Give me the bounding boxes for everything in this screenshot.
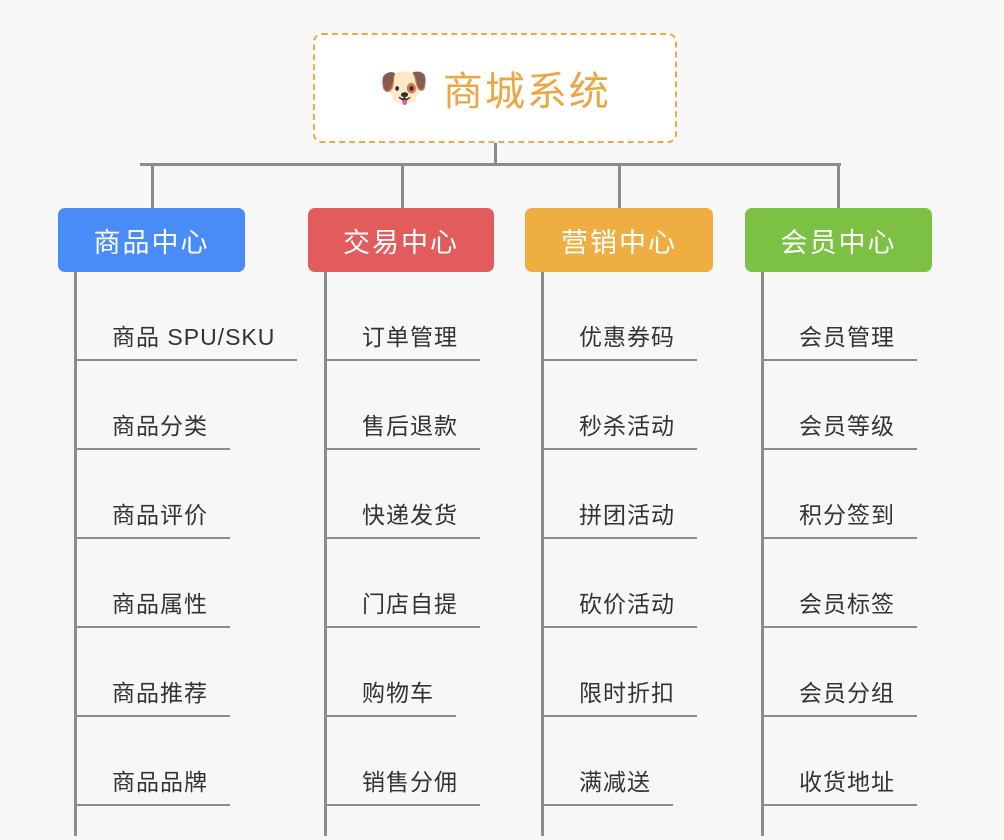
leaf-label: 门店自提 [324,585,480,628]
leaf-label: 快递发货 [324,496,480,539]
leaf-label: 商品推荐 [74,674,230,717]
leaf-label: 拼团活动 [541,496,697,539]
list-item[interactable]: 销售分佣 [324,717,480,806]
list-item[interactable]: 会员分组 [761,628,917,717]
list-item[interactable]: 快递发货 [324,450,480,539]
root-node[interactable]: 🐶 商城系统 [313,33,677,143]
leaf-list-trade: 订单管理 售后退款 快递发货 门店自提 购物车 销售分佣 [324,272,480,806]
list-item[interactable]: 门店自提 [324,539,480,628]
leaf-label: 商品分类 [74,407,230,450]
category-spine [74,272,77,836]
list-item[interactable]: 满减送 [541,717,697,806]
root-title: 商城系统 [442,70,611,114]
list-item[interactable]: 积分签到 [761,450,917,539]
list-item[interactable]: 商品分类 [74,361,297,450]
list-item[interactable]: 购物车 [324,628,480,717]
leaf-label: 订单管理 [324,318,480,361]
list-item[interactable]: 砍价活动 [541,539,697,628]
dog-face-icon: 🐶 [379,65,429,111]
leaf-label: 会员标签 [761,585,917,628]
branch-drop-line-4 [837,163,840,209]
leaf-label: 会员分组 [761,674,917,717]
list-item[interactable]: 会员标签 [761,539,917,628]
leaf-list-member: 会员管理 会员等级 积分签到 会员标签 会员分组 收货地址 [761,272,917,806]
leaf-label: 积分签到 [761,496,917,539]
category-header-member[interactable]: 会员中心 [745,208,932,272]
leaf-label: 砍价活动 [541,585,697,628]
category-header-label: 营销中心 [561,227,677,258]
category-header-label: 交易中心 [343,227,459,258]
root-stem-line [494,143,497,166]
list-item[interactable]: 收货地址 [761,717,917,806]
leaf-label: 购物车 [324,674,456,717]
list-item[interactable]: 商品品牌 [74,717,297,806]
list-item[interactable]: 会员等级 [761,361,917,450]
list-item[interactable]: 商品推荐 [74,628,297,717]
list-item[interactable]: 会员管理 [761,272,917,361]
leaf-label: 商品品牌 [74,763,230,806]
category-spine [324,272,327,836]
horizontal-bus-line [140,163,841,166]
leaf-label: 商品 SPU/SKU [74,318,298,361]
leaf-list-marketing: 优惠券码 秒杀活动 拼团活动 砍价活动 限时折扣 满减送 [541,272,697,806]
category-header-product[interactable]: 商品中心 [58,208,245,272]
leaf-label: 售后退款 [324,407,480,450]
category-header-marketing[interactable]: 营销中心 [525,208,713,272]
list-item[interactable]: 订单管理 [324,272,480,361]
list-item[interactable]: 商品属性 [74,539,297,628]
list-item[interactable]: 优惠券码 [541,272,697,361]
leaf-label: 会员等级 [761,407,917,450]
leaf-label: 商品评价 [74,496,230,539]
category-header-trade[interactable]: 交易中心 [308,208,494,272]
list-item[interactable]: 商品评价 [74,450,297,539]
leaf-label: 优惠券码 [541,318,697,361]
category-spine [541,272,544,836]
leaf-label: 满减送 [541,763,673,806]
branch-drop-line-2 [401,163,404,209]
leaf-label: 收货地址 [761,763,917,806]
list-item[interactable]: 拼团活动 [541,450,697,539]
list-item[interactable]: 秒杀活动 [541,361,697,450]
list-item[interactable]: 限时折扣 [541,628,697,717]
leaf-label: 销售分佣 [324,763,480,806]
category-spine [761,272,764,836]
leaf-label: 限时折扣 [541,674,697,717]
branch-drop-line-1 [151,163,154,209]
category-header-label: 会员中心 [780,227,897,258]
leaf-label: 会员管理 [761,318,917,361]
list-item[interactable]: 售后退款 [324,361,480,450]
leaf-list-product: 商品 SPU/SKU 商品分类 商品评价 商品属性 商品推荐 商品品牌 [74,272,298,806]
list-item[interactable]: 商品 SPU/SKU [74,272,298,361]
leaf-label: 秒杀活动 [541,407,697,450]
category-header-label: 商品中心 [93,227,210,258]
branch-drop-line-3 [618,163,621,209]
leaf-label: 商品属性 [74,585,230,628]
